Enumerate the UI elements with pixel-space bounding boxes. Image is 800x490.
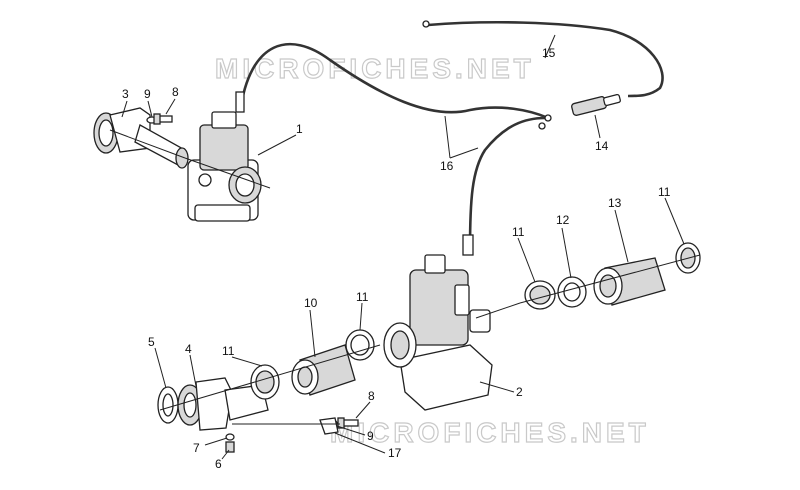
part-13-hose [593,257,666,306]
part-14-adjuster [571,93,621,116]
part-10-rubber-hose [291,344,356,396]
callout-4: 4 [185,342,192,356]
callout-14: 14 [595,139,609,153]
part-5-gasket [157,386,179,424]
cable-assembly-16 [235,43,552,256]
callout-2: 2 [516,385,523,399]
part-8-screw-top [153,113,173,125]
callout-8-bottom: 8 [368,389,375,403]
callout-1: 1 [296,122,303,136]
watermark-top: MICROFICHES.NET [215,53,535,84]
callout-10: 10 [304,296,318,310]
part-2-carburettor-main [383,254,493,411]
part-7-washer [225,433,235,441]
watermark-bottom: MICROFICHES.NET [330,417,650,448]
callout-8-top: 8 [172,85,179,99]
callout-6: 6 [215,457,222,471]
callouts: 3 9 8 1 15 16 14 11 13 12 11 10 11 5 4 1… [122,46,671,471]
part-3-intake-flange [93,107,189,169]
callout-11-right-inner: 11 [512,225,525,239]
callout-9-top: 9 [144,87,151,101]
callout-7: 7 [193,441,200,455]
callout-11-left-upper: 11 [356,290,369,304]
callout-3: 3 [122,87,129,101]
part-8-screw-bottom [337,417,359,429]
part-4-intake-manifold [177,377,269,431]
leader-lines [121,34,685,460]
part-17-bracket [319,417,339,435]
cable-15 [422,20,664,98]
callout-9-bottom: 9 [367,429,374,443]
callout-12: 12 [556,213,570,227]
part-12-ring [557,276,587,308]
callout-11-right-outer: 11 [658,185,671,199]
callout-5: 5 [148,335,155,349]
part-6-screw [225,441,235,453]
callout-17: 17 [388,446,402,460]
callout-15: 15 [542,46,556,60]
part-11-clamp-left-upper [345,329,375,361]
alignment-lines [109,129,701,425]
callout-16: 16 [440,159,454,173]
part-1-carburettor-top [187,111,262,222]
callout-11-left-lower: 11 [222,344,235,358]
callout-13: 13 [608,196,622,210]
